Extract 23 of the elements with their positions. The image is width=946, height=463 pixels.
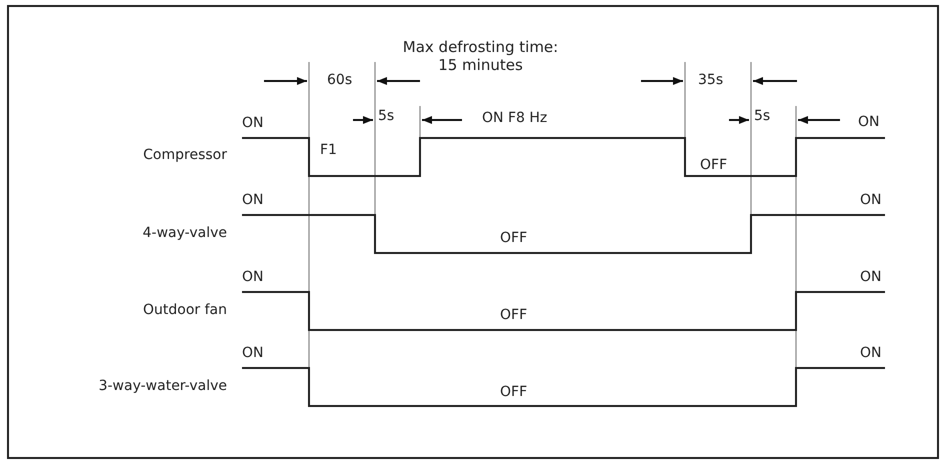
time-annotation: Max defrosting time: 15 minutes — [402, 38, 560, 74]
state-label: F1 — [320, 142, 337, 159]
state-label: ON — [242, 192, 264, 209]
state-label: OFF — [500, 384, 528, 401]
state-label: ON — [860, 192, 882, 209]
duration-label: 35s — [698, 72, 724, 89]
state-label: OFF — [500, 230, 528, 247]
state-label: ON — [242, 269, 264, 286]
state-label: OFF — [700, 157, 728, 174]
signal-name: Outdoor fan — [142, 302, 227, 319]
duration-label: 5s — [754, 108, 770, 125]
state-label: ON — [242, 115, 264, 132]
state-label: ON — [860, 269, 882, 286]
signal-name: 4-way-valve — [142, 225, 227, 242]
state-label: ON F8 Hz — [482, 110, 548, 127]
duration-label: 60s — [327, 72, 352, 89]
signal-name: 3-way-water-valve — [98, 378, 227, 395]
state-label: ON — [860, 345, 882, 362]
duration-label: 5s — [378, 108, 394, 125]
state-label: ON — [858, 114, 880, 131]
state-label: ON — [242, 345, 264, 362]
state-label: OFF — [500, 307, 528, 324]
signal-name: Compressor — [142, 147, 227, 164]
